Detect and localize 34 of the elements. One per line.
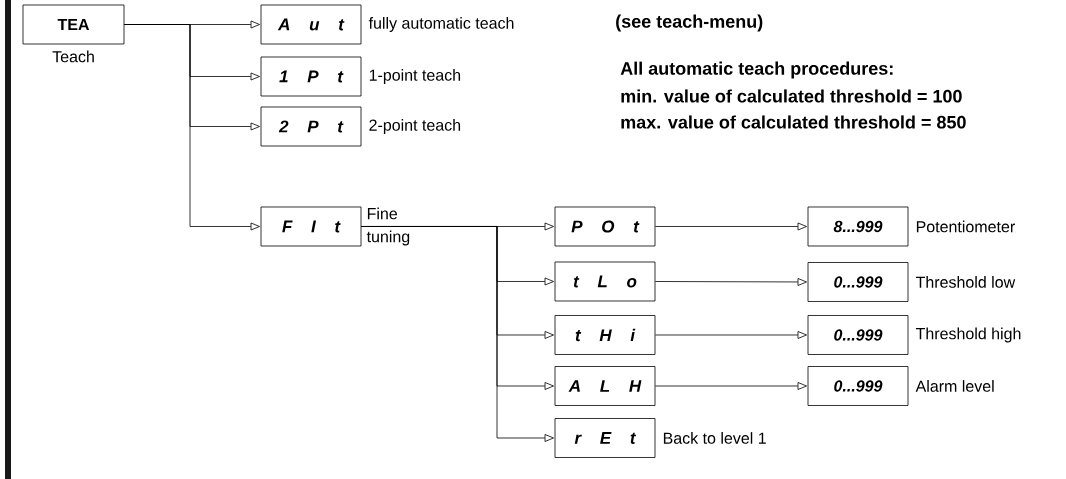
display-box: t L o	[554, 261, 656, 302]
caption-text: Potentiometer	[916, 220, 1015, 233]
caption-text: Threshold high	[915, 327, 1021, 343]
display-box: P O t	[554, 206, 656, 247]
caption-text: Back to level 1	[663, 432, 766, 444]
arrow	[361, 226, 554, 442]
caption-text: Teach	[52, 50, 94, 63]
value-box: 0...999	[807, 262, 909, 302]
display-box: A u t	[260, 4, 362, 45]
arrow	[655, 278, 807, 286]
display-box: 1 P t	[260, 56, 362, 97]
note-text: min. value of calculated threshold = 100	[621, 89, 962, 103]
caption-text: fully automatic teach	[368, 17, 514, 32]
display-box: r E t	[554, 418, 656, 458]
value-box: 0...999	[807, 315, 909, 355]
arrow	[655, 331, 807, 339]
caption-text: Fine tuning	[366, 207, 410, 246]
caption-text: 2-point teach	[369, 119, 461, 134]
display-box: A L H	[554, 366, 656, 406]
display-box: t H i	[554, 315, 656, 355]
display-box: F I t	[260, 206, 362, 247]
value-box: 8...999	[807, 206, 909, 247]
display-box: 2 P t	[260, 106, 362, 147]
arrow	[124, 24, 260, 231]
note-text: max. value of calculated threshold = 850	[621, 115, 966, 129]
menu-box: TEA	[22, 4, 125, 45]
caption-text: Alarm level	[915, 380, 994, 392]
caption-text: Threshold low	[915, 276, 1016, 288]
note-text: (see teach-menu)	[616, 14, 763, 32]
arrow	[655, 222, 807, 231]
arrow	[655, 382, 807, 390]
caption-text: 1-point teach	[369, 69, 461, 84]
note-text: All automatic teach procedures:	[620, 61, 893, 79]
value-box: 0...999	[807, 366, 909, 406]
